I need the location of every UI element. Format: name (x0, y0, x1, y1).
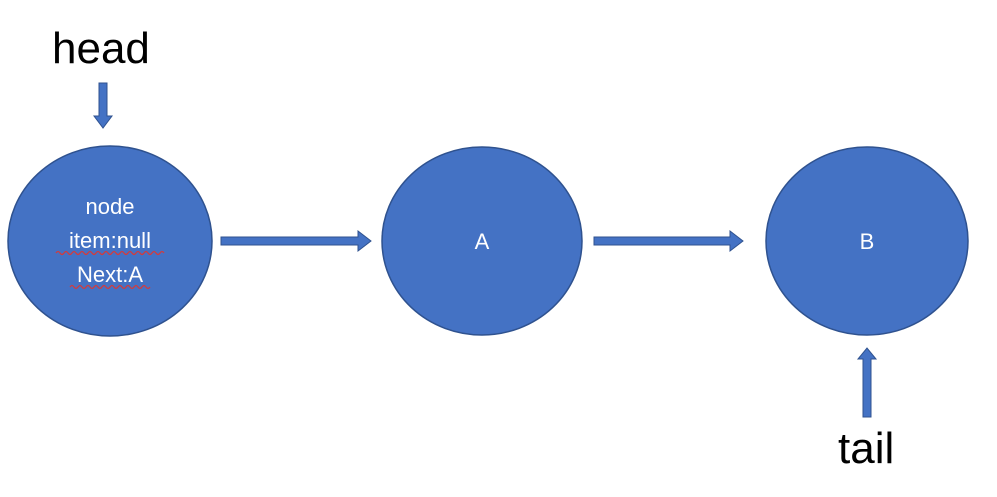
node-circle (7, 145, 213, 337)
head-label: head (52, 24, 150, 73)
head-pointer-arrow (93, 82, 113, 129)
tail-label: tail (838, 424, 894, 473)
node-next-text: Next:A (77, 262, 143, 287)
node-name-text: node (86, 194, 135, 219)
list-node-b: B (765, 146, 969, 336)
node-circle (381, 146, 583, 336)
node-a-text: A (475, 229, 490, 254)
list-node-a: A (381, 146, 583, 336)
next-link-arrow (220, 229, 372, 253)
node-item-text: item:null (69, 228, 151, 253)
node-b-text: B (860, 229, 875, 254)
spellcheck-underline (69, 284, 151, 290)
tail-pointer-arrow (856, 347, 878, 418)
spellcheck-underline (55, 250, 165, 256)
node-circle (765, 146, 969, 336)
list-node-head: node item:null Next:A (7, 145, 213, 337)
next-link-arrow (593, 229, 744, 253)
